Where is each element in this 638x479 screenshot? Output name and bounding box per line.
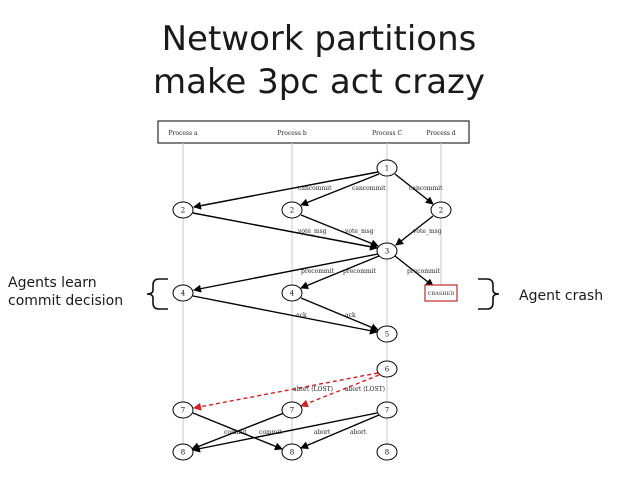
node-c-5-label: 5 bbox=[385, 331, 389, 339]
node-c-6-label: 6 bbox=[385, 366, 390, 374]
node-c-3 bbox=[376, 242, 398, 260]
node-d-2 bbox=[430, 201, 452, 219]
node-c-7 bbox=[376, 401, 398, 419]
agent-crash-label: Agent crash bbox=[519, 288, 604, 304]
node-a-8-label: 8 bbox=[181, 449, 185, 457]
msg-precommit-to-b bbox=[300, 255, 380, 290]
node-c-1 bbox=[376, 159, 398, 177]
label-vote-b: vote_msg bbox=[297, 228, 327, 235]
label-precommit-b: precommit bbox=[301, 268, 335, 275]
node-b-2 bbox=[281, 201, 303, 219]
node-a-8 bbox=[172, 443, 194, 461]
node-a-2 bbox=[172, 201, 194, 219]
node-a-4 bbox=[172, 284, 194, 302]
node-c-3-label: 3 bbox=[385, 248, 389, 256]
node-b-7 bbox=[281, 401, 303, 419]
label-commit-a: commit bbox=[224, 429, 247, 436]
label-ack-b: ack bbox=[296, 312, 307, 319]
right-brace bbox=[478, 278, 500, 310]
msg-precommit-to-d bbox=[394, 255, 434, 287]
node-c-8-label: 8 bbox=[385, 449, 389, 457]
label-abort-lost-b: abort (LOST) bbox=[293, 386, 333, 393]
msg-vote-from-d bbox=[395, 215, 434, 246]
label-abort-c: abort bbox=[350, 429, 367, 436]
process-b-label: Process b bbox=[277, 130, 306, 137]
node-c-1-label: 1 bbox=[385, 165, 389, 173]
label-abort-lost-c: abort (LOST) bbox=[345, 386, 385, 393]
node-a-2-label: 2 bbox=[181, 207, 185, 215]
msg-vote-from-b bbox=[300, 214, 379, 248]
label-precommit-c: precommit bbox=[343, 268, 377, 275]
msg-cancommit-to-d bbox=[394, 173, 434, 205]
crashed-box bbox=[424, 284, 458, 302]
label-cancommit-d: cancommit bbox=[409, 185, 443, 192]
label-precommit-d: precommit bbox=[407, 268, 441, 275]
msg-precommit-to-a bbox=[193, 253, 379, 293]
process-c-label: Process C bbox=[372, 130, 402, 137]
node-b-4 bbox=[281, 284, 303, 302]
node-b-8-label: 8 bbox=[290, 449, 294, 457]
node-d-2-label: 2 bbox=[439, 207, 443, 215]
node-c-6 bbox=[376, 360, 398, 378]
slide-title: Network partitions make 3pc act crazy bbox=[0, 18, 638, 104]
node-b-2-label: 2 bbox=[290, 207, 294, 215]
title-line-1: Network partitions bbox=[161, 19, 477, 59]
process-d-label: Process d bbox=[426, 130, 455, 137]
node-c-5 bbox=[376, 325, 398, 343]
node-c-7-label: 7 bbox=[385, 407, 389, 415]
agents-learn-label: Agents learn commit decision bbox=[8, 275, 124, 309]
node-b-4-label: 4 bbox=[290, 290, 295, 298]
node-a-7-label: 7 bbox=[181, 407, 185, 415]
label-cancommit-c: cancommit bbox=[352, 185, 386, 192]
label-ack-c: ack bbox=[345, 312, 356, 319]
label-commit-b: commit bbox=[259, 429, 282, 436]
process-header-box bbox=[157, 120, 470, 144]
msg-abort-c-to-b bbox=[300, 414, 380, 449]
node-c-8 bbox=[376, 443, 398, 461]
title-line-2: make 3pc act crazy bbox=[152, 62, 485, 102]
node-a-7 bbox=[172, 401, 194, 419]
crashed-label: CRASHED bbox=[428, 291, 455, 297]
label-vote-c: vote_msg bbox=[344, 228, 374, 235]
msg-commit-b-to-a bbox=[191, 412, 285, 451]
node-b-8 bbox=[281, 443, 303, 461]
label-vote-d: vote_msg bbox=[412, 228, 442, 235]
label-cancommit-b: cancommit bbox=[298, 185, 332, 192]
left-brace bbox=[146, 278, 168, 310]
msg-ack-from-b bbox=[300, 297, 379, 332]
msg-vote-from-a bbox=[192, 212, 378, 251]
msg-abort-lost-to-a bbox=[193, 372, 379, 411]
msg-cancommit-to-b bbox=[300, 173, 380, 207]
msg-abort-c-to-a bbox=[192, 412, 378, 453]
node-b-7-label: 7 bbox=[290, 407, 294, 415]
msg-ack-from-a bbox=[192, 295, 378, 335]
process-a-label: Process a bbox=[168, 130, 197, 137]
label-abort-b: abort bbox=[314, 429, 331, 436]
node-a-4-label: 4 bbox=[181, 290, 186, 298]
msg-cancommit-to-a bbox=[193, 171, 379, 210]
